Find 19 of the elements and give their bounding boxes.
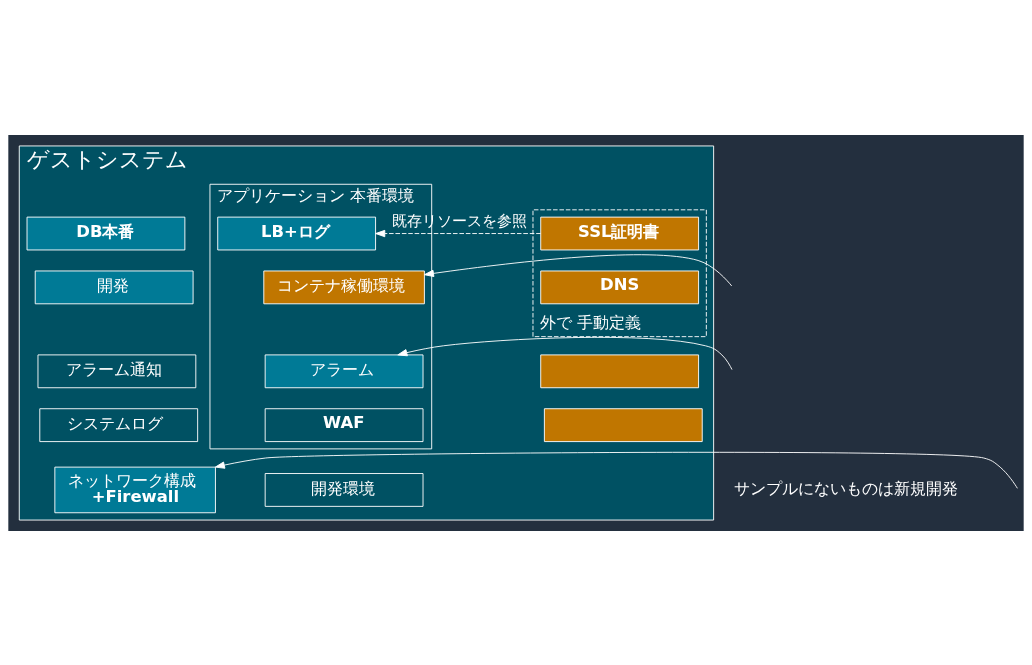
- node-box: システムログ: [39, 407, 199, 442]
- node-box: 開発: [34, 270, 194, 304]
- node-box: DNS: [540, 270, 700, 304]
- node-box: ネットワーク構成 +Firewall: [54, 466, 216, 513]
- node-box: [540, 353, 700, 388]
- node-box: SSL証明書: [540, 216, 700, 250]
- label: サンプルにないものは新規開発: [733, 478, 958, 498]
- node-box: WAF: [264, 407, 424, 442]
- arrow: [423, 253, 733, 286]
- node-box: [543, 407, 703, 442]
- arrow: [375, 229, 542, 237]
- node-box: DB本番: [26, 216, 186, 250]
- node-box: アラーム: [264, 353, 424, 388]
- node-box: アラーム通知: [37, 353, 197, 388]
- node-box: LB+ログ: [217, 216, 377, 250]
- node-box: コンテナ稼働環境: [263, 270, 425, 304]
- arrow: [397, 336, 733, 370]
- node-box: 開発環境: [264, 472, 424, 507]
- arrow: [214, 451, 1018, 489]
